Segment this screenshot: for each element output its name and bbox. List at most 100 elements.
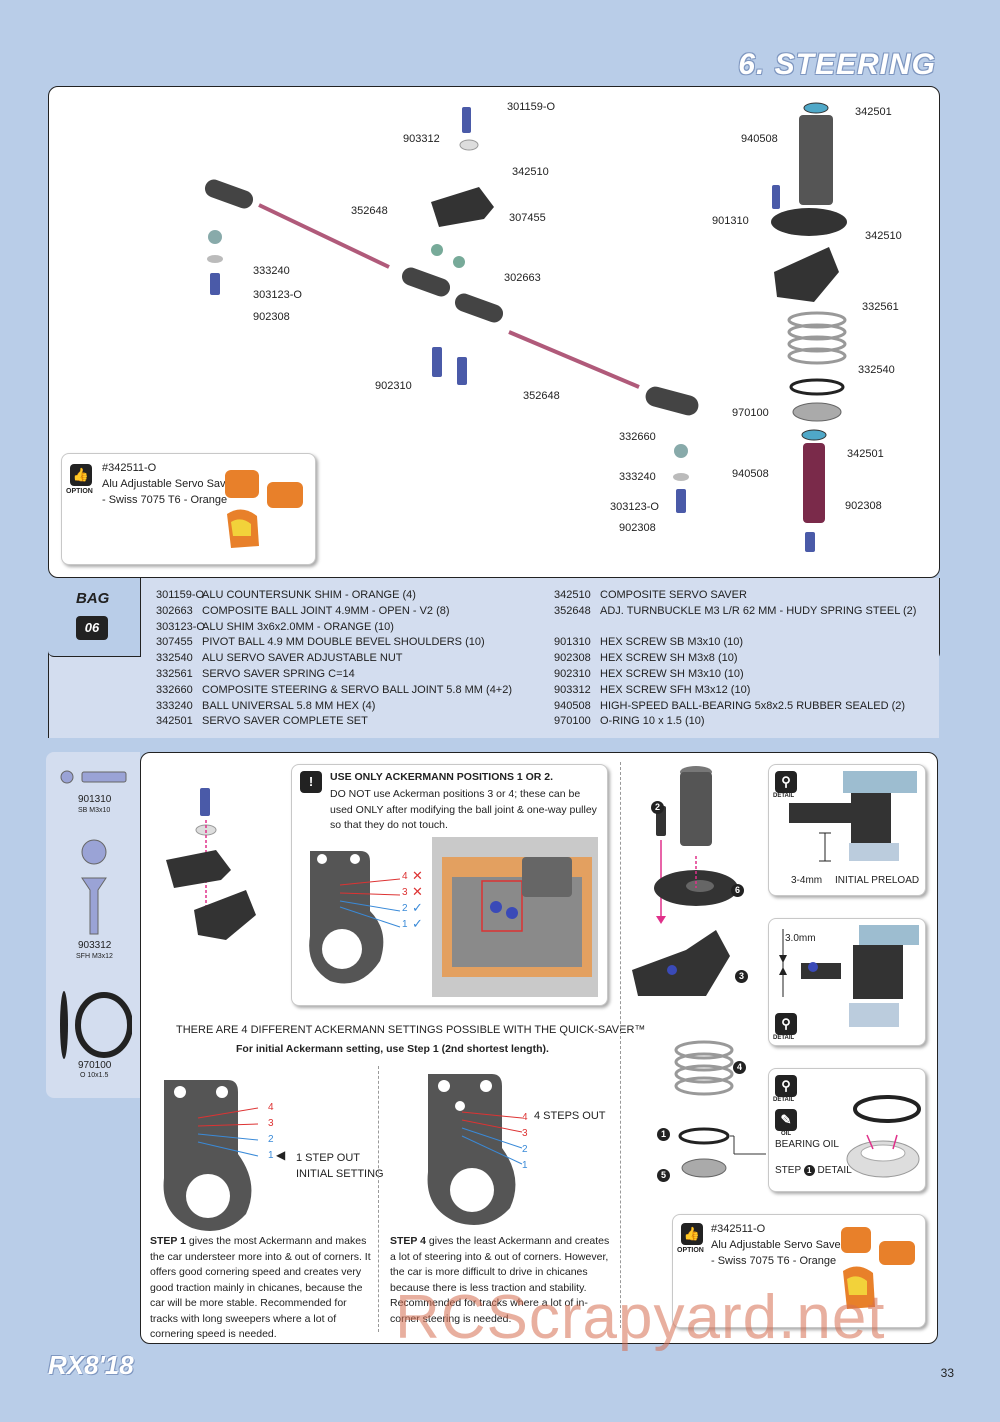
exploded-diagram-panel: 301159-O 903312 342510 352648 307455 333…: [48, 86, 940, 578]
side-part-code: 970100: [78, 1060, 112, 1071]
turnbuckle-rod: [258, 203, 390, 269]
part-label: 940508: [741, 133, 778, 145]
check-icon: ✓: [412, 900, 423, 915]
assembly-exploded-diagram: [632, 766, 766, 1178]
part-label: 903312: [403, 133, 440, 145]
dimension-detail-image: [779, 925, 919, 1027]
hex-screw: [432, 347, 442, 377]
adjustable-nut: [792, 402, 842, 422]
position-1-label: 1: [402, 919, 408, 930]
warning-icon: !: [300, 771, 322, 793]
part-label: 301159-O: [507, 101, 556, 113]
part-label: 333240: [253, 265, 290, 277]
servo-saver-shaft: [803, 443, 825, 523]
step4-note: 4 STEPS OUT: [534, 1110, 606, 1122]
bag-tab: BAG 06: [48, 578, 141, 657]
part-label: 902308: [253, 311, 290, 323]
assembly-step-number: 2: [651, 801, 664, 814]
hex-screw: [676, 489, 686, 513]
model-logo: RX8'18: [48, 1350, 134, 1380]
ackermann-heading: THERE ARE 4 DIFFERENT ACKERMANN SETTINGS…: [176, 1024, 646, 1036]
detail-badge: DETAIL: [773, 793, 795, 799]
hex-screw: [805, 532, 815, 552]
magnifier-icon: ⚲: [775, 771, 797, 793]
side-part-sub: SFH M3x12: [76, 953, 113, 960]
alu-shim: [673, 473, 689, 481]
preload-label: INITIAL PRELOAD: [835, 875, 920, 886]
part-label: 332660: [619, 431, 656, 443]
step4-arm-diagram: [427, 1074, 523, 1225]
watermark: RCScrapyard.net: [395, 1283, 886, 1352]
thumbs-up-icon: 👍: [681, 1223, 703, 1245]
bearing: [803, 102, 829, 114]
step1-arm-diagram: [163, 1080, 259, 1231]
part-label: 902310: [375, 380, 412, 392]
side-parts-column: 901310 SB M3x10 903312 SFH M3x12 970100 …: [46, 752, 140, 1098]
option-line2: - Swiss 7075 T6 - Orange: [102, 494, 228, 506]
part-label: 970100: [732, 407, 769, 419]
part-row: [554, 620, 916, 636]
cross-icon: ✕: [412, 868, 423, 883]
column-divider: [620, 762, 621, 1328]
magnifier-icon: ⚲: [775, 1075, 797, 1097]
bearing: [801, 429, 827, 441]
dimension-label: 3.0mm: [785, 933, 816, 944]
parts-list-bg: [48, 578, 939, 738]
part-label: 352648: [351, 205, 388, 217]
oil-can-icon: ✎: [775, 1109, 797, 1131]
warning-title: USE ONLY ACKERMANN POSITIONS 1 OR 2.: [330, 771, 554, 783]
assembly-step-number: 3: [735, 970, 748, 983]
assembly-step-number: 1: [657, 1128, 670, 1141]
part-label: 902308: [845, 500, 882, 512]
side-part-sub: O 10x1.5: [80, 1072, 109, 1079]
position-3-label: 3: [402, 887, 408, 898]
preload-dimension: 3-4mm: [791, 875, 823, 886]
detail-box-dimension: 3.0mm ⚲ DETAIL: [768, 918, 926, 1046]
ball-joint: [645, 386, 699, 416]
option-badge: OPTION: [66, 488, 93, 495]
step-divider: [378, 1066, 379, 1332]
ball-universal: [674, 444, 688, 458]
part-label: 352648: [523, 390, 560, 402]
step1-pos-1: 1: [268, 1150, 274, 1161]
servo-saver-spring: [787, 311, 847, 365]
step-detail-label: STEP 1 DETAIL: [775, 1165, 852, 1176]
part-label: 303123-O: [610, 501, 659, 513]
oil-badge: OIL: [781, 1131, 791, 1137]
part-label: 901310: [712, 215, 749, 227]
step1-pos-3: 3: [268, 1118, 274, 1129]
step1-note2: INITIAL SETTING: [296, 1168, 384, 1180]
option-box: 👍 OPTION #342511-O Alu Adjustable Servo …: [672, 1214, 926, 1328]
ackermann-subheading: For initial Ackermann setting, use Step …: [236, 1043, 549, 1055]
exploded-diagram: [204, 102, 847, 552]
hex-screw: [772, 185, 780, 209]
part-label: 342501: [855, 106, 892, 118]
step4-pos-3: 3: [522, 1128, 528, 1139]
option-code: #342511-O: [711, 1223, 766, 1235]
side-part-sub: SB M3x10: [78, 807, 111, 814]
detail-badge: DETAIL: [773, 1097, 795, 1103]
step1-pos-4: 4: [268, 1102, 274, 1113]
option-badge: OPTION: [677, 1247, 704, 1254]
assembly-step-number: 5: [657, 1169, 670, 1182]
part-label: 342510: [865, 230, 902, 242]
bearing-oil-image: [846, 1095, 921, 1178]
part-label: 342501: [847, 448, 884, 460]
pivot-ball: [453, 256, 465, 268]
part-label: 342510: [512, 166, 549, 178]
alu-shim: [207, 255, 223, 263]
part-label: 307455: [509, 212, 546, 224]
option-box: 👍 OPTION #342511-O Alu Adjustable Servo …: [61, 453, 316, 565]
page-title: 6. STEERING: [738, 48, 936, 81]
page-number: 33: [940, 1366, 954, 1380]
part-label: 940508: [732, 468, 769, 480]
